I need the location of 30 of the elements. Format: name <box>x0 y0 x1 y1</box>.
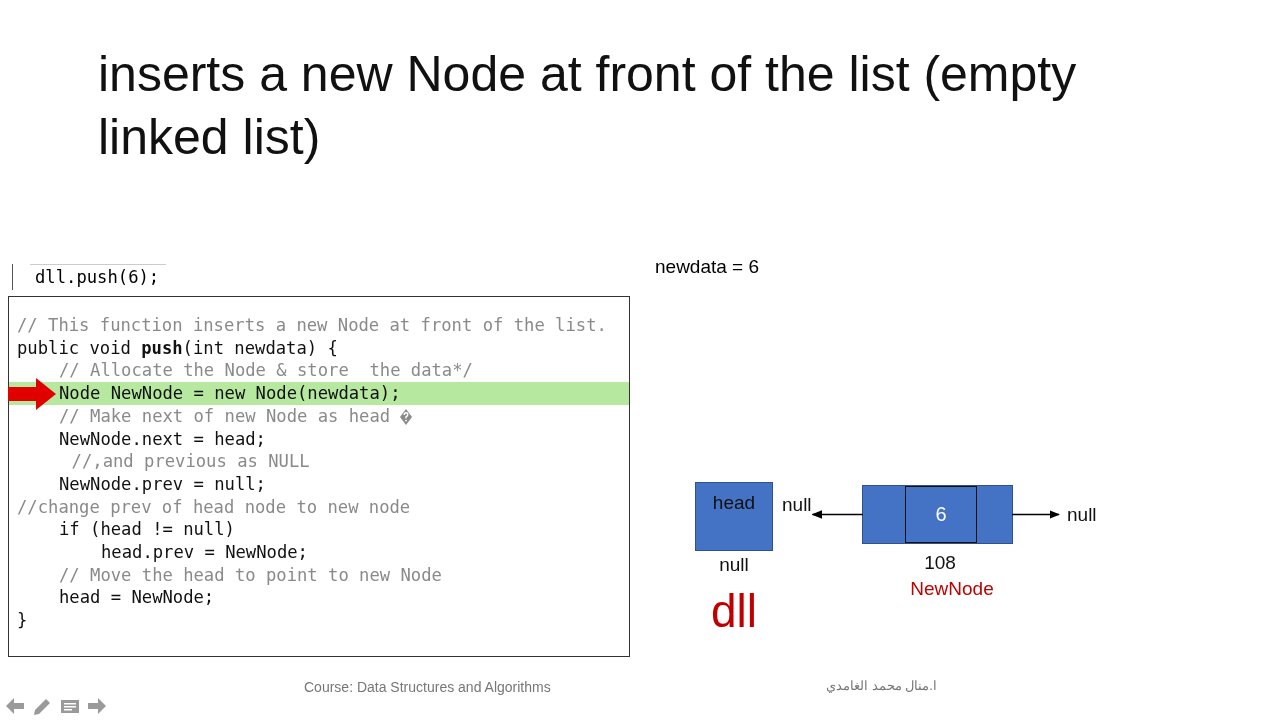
arrow <box>1011 510 1061 519</box>
null-label: null <box>782 494 812 516</box>
code-comment: // Allocate the Node & store the data*/ <box>59 359 473 383</box>
code-line: NewNode.prev = null; <box>59 472 266 496</box>
code-comment: // Move the head to point to new Node <box>59 563 442 587</box>
course-footer: Course: Data Structures and Algorithms <box>304 679 551 695</box>
author-footer: ا.منال محمد الغامدي <box>826 678 937 693</box>
variable-label: dll <box>710 584 758 638</box>
code-line: if (head != null) <box>59 518 235 541</box>
code-panel <box>8 296 630 657</box>
code-line: head = NewNode; <box>59 586 215 610</box>
code-comment: // This function inserts a new Node at front of the list. <box>17 314 607 337</box>
code-comment: //change prev of head node to new node <box>17 495 411 519</box>
node-caption: null <box>718 554 750 576</box>
data-field: 6 <box>905 486 977 543</box>
code-line: } <box>17 609 28 632</box>
code-line: public void push(int newdata) { <box>17 336 338 360</box>
variable-label: NewNode <box>909 578 995 600</box>
null-label: null <box>1067 504 1097 526</box>
pointer-box: head <box>695 482 773 551</box>
code-line: dll.push(6); <box>35 266 160 289</box>
list-node-box <box>862 485 1013 544</box>
code-comment: // Make next of new Node as head <box>59 404 391 428</box>
code-line: head.prev = NewNode; <box>101 541 308 564</box>
code-line: NewNode.next = head; <box>59 427 266 451</box>
address-label: 108 <box>923 552 957 574</box>
slide-title: inserts a new Node at front of the list (empty linked list) <box>98 45 1078 167</box>
variable-value: newdata = 6 <box>655 256 760 278</box>
code-comment: //,and previous as NULL <box>71 450 310 473</box>
arrow <box>811 510 864 519</box>
